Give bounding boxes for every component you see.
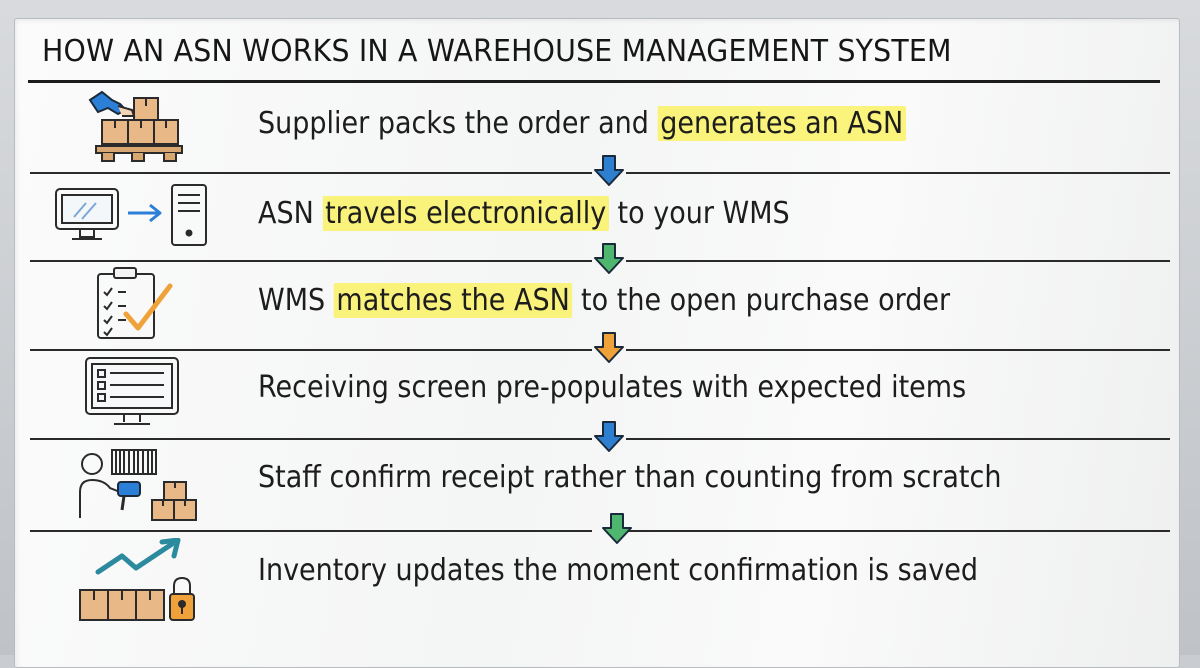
divider-4-left [30,438,592,440]
divider-1-left [30,172,592,174]
divider-5-left [30,530,592,532]
down-arrow-icon [594,155,624,186]
step-1-highlight: generates an ASN [657,106,906,141]
checklist-clipboard-icon [97,267,173,339]
step-5-text: Staff confirm receipt rather than counti… [258,460,1002,495]
supplier-packing-boxes-icon [88,90,183,162]
divider-1-right [626,172,1170,174]
receiving-screen-icon [85,357,179,425]
step-3-highlight: matches the ASN [333,283,573,318]
step-3-text: WMS matches the ASN to the open purchase… [258,283,951,318]
down-arrow-icon [594,421,624,452]
page-title: HOW AN ASN WORKS IN A WAREHOUSE MANAGEME… [42,34,952,69]
divider-5-right [626,530,1170,532]
down-arrow-icon [594,243,624,274]
staff-scanning-barcode-icon [79,449,197,521]
divider-4-right [626,438,1170,440]
step-6-text: Inventory updates the moment confirmatio… [258,553,978,588]
whiteboard [14,18,1180,668]
divider-3-left [30,349,592,351]
computer-to-server-icon [55,184,207,246]
inventory-growth-lock-icon [79,538,195,621]
down-arrow-icon [594,332,624,363]
divider-3-right [626,349,1170,351]
step-2-text: ASN travels electronically to your WMS [258,196,790,231]
divider-2-left [30,260,592,262]
step-1-text: Supplier packs the order and generates a… [258,106,906,141]
title-bar: HOW AN ASN WORKS IN A WAREHOUSE MANAGEME… [28,28,1160,83]
step-4-text: Receiving screen pre-populates with expe… [258,370,967,405]
divider-2-right [626,260,1170,262]
step-2-highlight: travels electronically [322,196,609,231]
down-arrow-icon [602,513,632,544]
